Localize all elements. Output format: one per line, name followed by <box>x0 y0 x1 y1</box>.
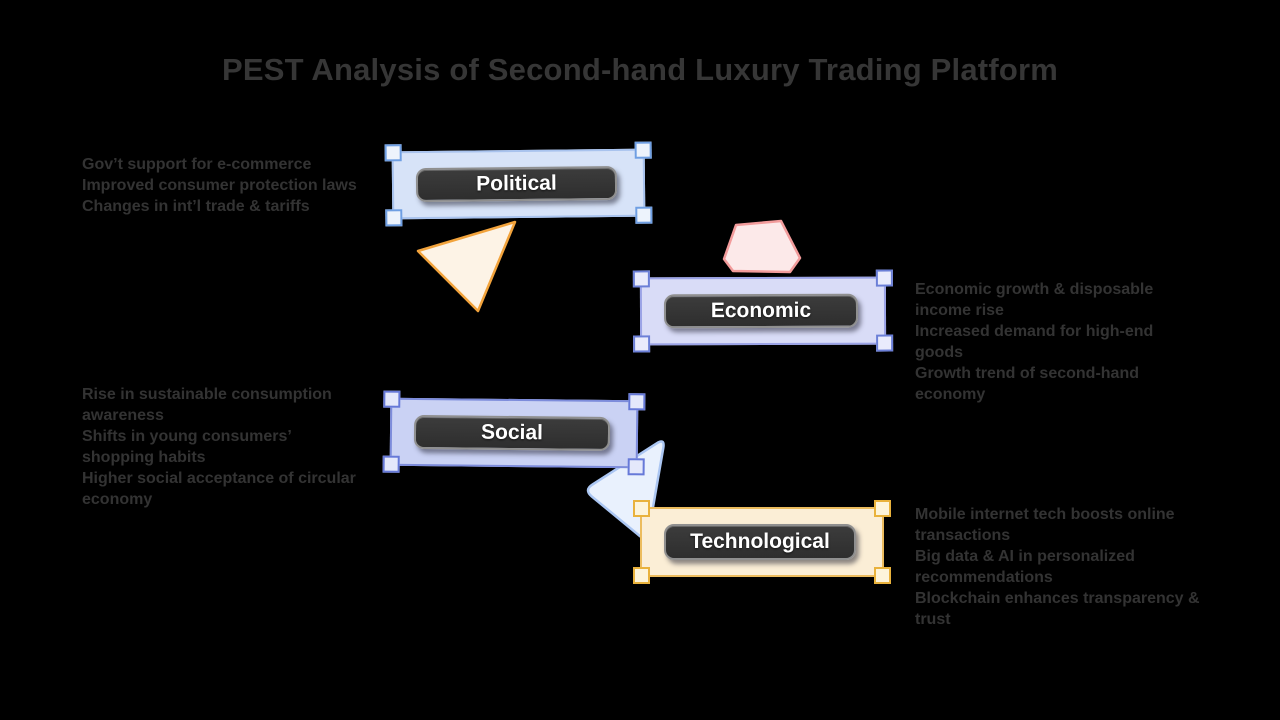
technological-label: Technological <box>664 524 856 560</box>
note-line: Changes in int’l trade & tariffs <box>82 198 310 215</box>
note-line: Economic growth & disposable income rise <box>915 281 1154 319</box>
resize-handle-ne[interactable] <box>875 269 893 287</box>
page-title: PEST Analysis of Second-hand Luxury Trad… <box>221 52 1059 87</box>
resize-handle-sw[interactable] <box>385 209 403 227</box>
political-notes: Gov’t support for e-commerce Improved co… <box>82 154 382 217</box>
resize-handle-sw[interactable] <box>382 455 400 473</box>
political-label: Political <box>415 165 618 203</box>
note-line: Higher social acceptance of circular eco… <box>82 470 356 508</box>
note-line: Big data & AI in personalized recommenda… <box>915 548 1135 586</box>
note-line: Shifts in young consumers’ shopping habi… <box>82 428 291 466</box>
economic-label: Economic <box>663 293 859 329</box>
technological-box[interactable]: Technological <box>633 500 891 584</box>
pink-pentagon-shape[interactable] <box>722 219 802 274</box>
resize-handle-se[interactable] <box>876 334 894 352</box>
resize-handle-nw[interactable] <box>383 390 401 408</box>
resize-handle-nw[interactable] <box>632 270 650 288</box>
resize-handle-se[interactable] <box>627 458 645 476</box>
resize-handle-nw[interactable] <box>633 500 650 517</box>
resize-handle-ne[interactable] <box>634 141 652 159</box>
social-box[interactable]: Social <box>382 390 646 476</box>
political-box[interactable]: Political <box>384 141 653 227</box>
resize-handle-sw[interactable] <box>633 567 650 584</box>
economic-notes: Economic growth & disposable income rise… <box>915 279 1195 405</box>
note-line: Blockchain enhances transparency & trust <box>915 590 1200 628</box>
technological-notes: Mobile internet tech boosts online trans… <box>915 504 1200 630</box>
note-line: Rise in sustainable consumption awarenes… <box>82 386 332 424</box>
resize-handle-nw[interactable] <box>384 144 402 162</box>
resize-handle-ne[interactable] <box>628 393 646 411</box>
resize-handle-ne[interactable] <box>874 500 891 517</box>
note-line: Growth trend of second-hand economy <box>915 365 1139 403</box>
resize-handle-se[interactable] <box>635 206 653 224</box>
social-notes: Rise in sustainable consumption awarenes… <box>82 384 367 510</box>
resize-handle-sw[interactable] <box>633 335 651 353</box>
resize-handle-se[interactable] <box>874 567 891 584</box>
note-line: Improved consumer protection laws <box>82 177 357 194</box>
note-line: Mobile internet tech boosts online trans… <box>915 506 1175 544</box>
social-label: Social <box>413 414 611 452</box>
economic-box[interactable]: Economic <box>632 269 894 353</box>
note-line: Gov’t support for e-commerce <box>82 156 312 173</box>
orange-triangle-shape[interactable] <box>416 220 517 313</box>
note-line: Increased demand for high-end goods <box>915 323 1154 361</box>
